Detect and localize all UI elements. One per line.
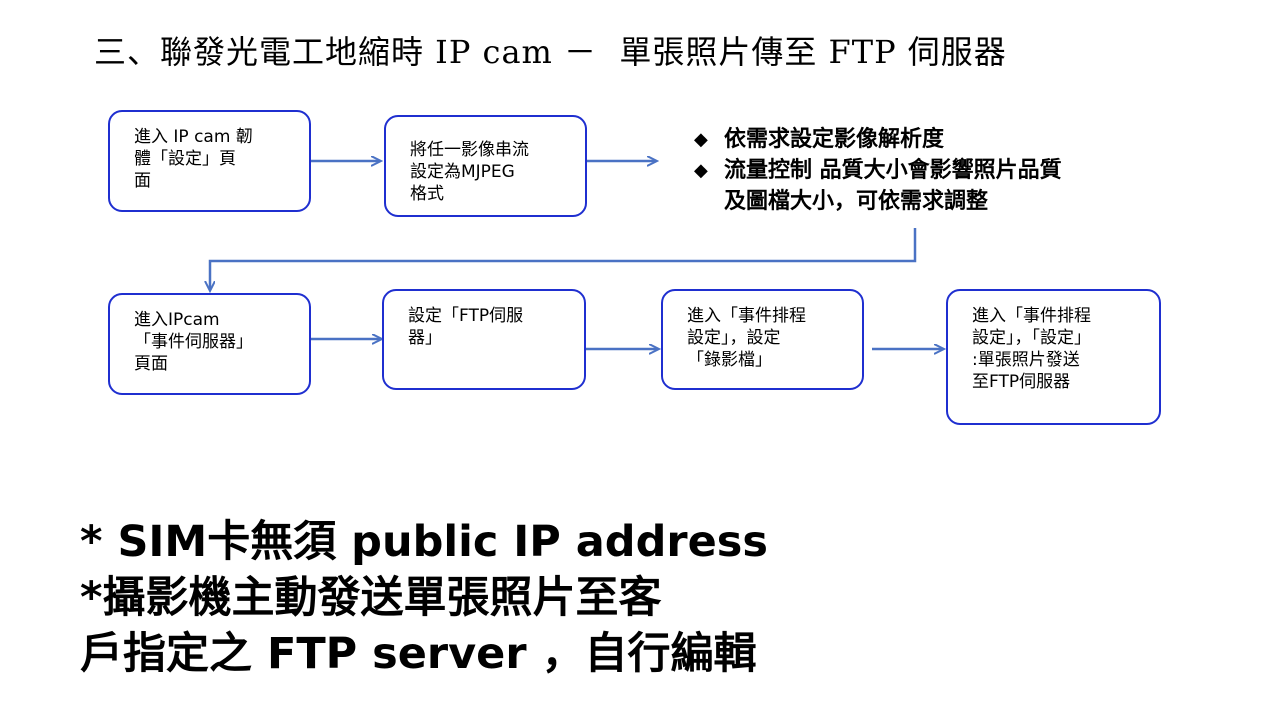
summary-statements: * SIM卡無須 public IP address *攝影機主動發送單張照片至… — [80, 514, 768, 682]
step-text-line: 將任一影像串流 — [410, 140, 529, 160]
step-text-line: 進入IPcam — [134, 310, 220, 330]
flow-step-set-mjpeg: 將任一影像串流 設定為MJPEG 格式 — [384, 115, 587, 217]
step-text-line: 「錄影檔」 — [687, 350, 772, 370]
note-item: ◆ 流量控制 品質大小會影響照片品質 — [694, 155, 1062, 186]
flow-step-event-schedule-snapshot-ftp: 進入「事件排程 設定」，「設定」 :單張照片發送 至FTP伺服器 — [946, 289, 1161, 425]
step-text-line: 「事件伺服器」 — [134, 332, 253, 352]
step-text-line: 進入「事件排程 — [972, 306, 1091, 326]
flow-step-enter-ipcam-settings: 進入 IP cam 韌 體「設定」頁 面 — [108, 110, 311, 212]
step-text-line: 設定「FTP伺服 — [408, 306, 524, 326]
flow-step-set-ftp-server: 設定「FTP伺服 器」 — [382, 289, 586, 390]
step-text-line: 格式 — [410, 184, 444, 204]
step-text-line: 器」 — [408, 328, 442, 348]
step-text-line: 至FTP伺服器 — [972, 372, 1071, 392]
summary-line: * SIM卡無須 public IP address — [80, 517, 768, 567]
step-text-line: 進入「事件排程 — [687, 306, 806, 326]
step-text-line: :單張照片發送 — [972, 350, 1080, 370]
flow-step-enter-event-server: 進入IPcam 「事件伺服器」 頁面 — [108, 293, 311, 395]
arrow-notes-to-row2 — [210, 228, 917, 290]
note-text: 流量控制 品質大小會影響照片品質 — [724, 158, 1062, 183]
flow-step-event-schedule-recording: 進入「事件排程 設定」，設定 「錄影檔」 — [661, 289, 864, 390]
step-text-line: 設定為MJPEG — [410, 162, 515, 182]
step-text-line: 進入 IP cam 韌 — [134, 127, 253, 147]
note-text: 依需求設定影像解析度 — [724, 127, 945, 152]
summary-line: 戶指定之 FTP server ，自行編輯 — [80, 629, 757, 679]
note-text: 及圖檔大小，可依需求調整 — [724, 189, 989, 214]
step-text-line: 設定」，設定 — [687, 328, 781, 348]
summary-line: *攝影機主動發送單張照片至客 — [80, 573, 662, 623]
settings-notes: ◆ 依需求設定影像解析度 ◆ 流量控制 品質大小會影響照片品質 及圖檔大小，可依… — [694, 124, 1062, 217]
diamond-bullet-icon: ◆ — [694, 160, 708, 181]
step-text-line: 設定」，「設定」 — [972, 328, 1091, 348]
step-text-line: 頁面 — [134, 354, 168, 374]
note-item: 及圖檔大小，可依需求調整 — [694, 186, 1062, 217]
step-text-line: 體「設定」頁 — [134, 149, 236, 169]
page-title: 三、聯發光電工地縮時 IP cam － 單張照片傳至 FTP 伺服器 — [94, 33, 1007, 71]
diamond-bullet-icon: ◆ — [694, 129, 708, 150]
note-item: ◆ 依需求設定影像解析度 — [694, 124, 1062, 155]
step-text-line: 面 — [134, 171, 151, 191]
